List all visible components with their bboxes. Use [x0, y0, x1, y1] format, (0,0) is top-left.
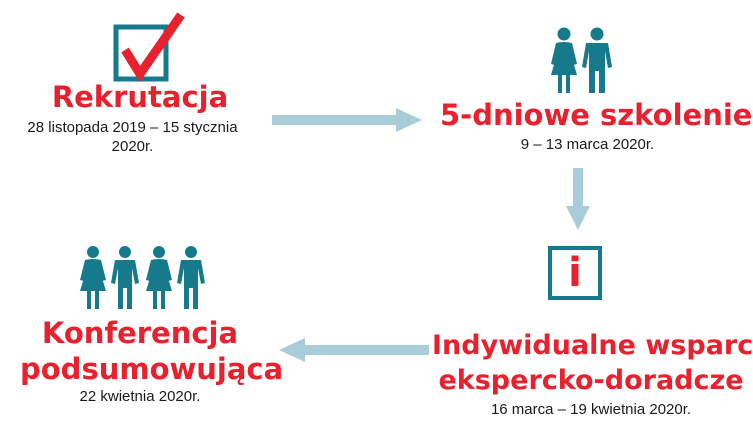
- support-title-line-1: Indywidualne wsparcie: [432, 330, 753, 361]
- training-title: 5-dniowe szkolenie: [440, 98, 753, 132]
- info-letter: i: [568, 250, 582, 296]
- arrow-down-icon: [566, 168, 590, 230]
- info-box-icon: i: [548, 246, 602, 300]
- arrow-right-icon: [272, 108, 422, 132]
- conference-date: 22 kwietnia 2020r.: [79, 388, 201, 405]
- group-people-icon: [80, 246, 205, 309]
- arrow-left-icon: [279, 338, 429, 362]
- recruitment-date-line-1: 28 listopada 2019 – 15 stycznia: [27, 119, 238, 136]
- training-date: 9 – 13 marca 2020r.: [520, 136, 655, 153]
- conference-title-line-1: Konferencja: [41, 316, 239, 350]
- support-title-line-2: ekspercko-doradcze: [438, 365, 744, 396]
- recruitment-date-line-2: 2020r.: [111, 138, 154, 155]
- conference-title-line-2: podsumowująca: [20, 352, 284, 386]
- couple-people-icon: [551, 27, 612, 93]
- checkbox-check-icon: [113, 12, 185, 83]
- support-date: 16 marca – 19 kwietnia 2020r.: [490, 401, 692, 418]
- recruitment-title: Rekrutacja: [51, 80, 229, 114]
